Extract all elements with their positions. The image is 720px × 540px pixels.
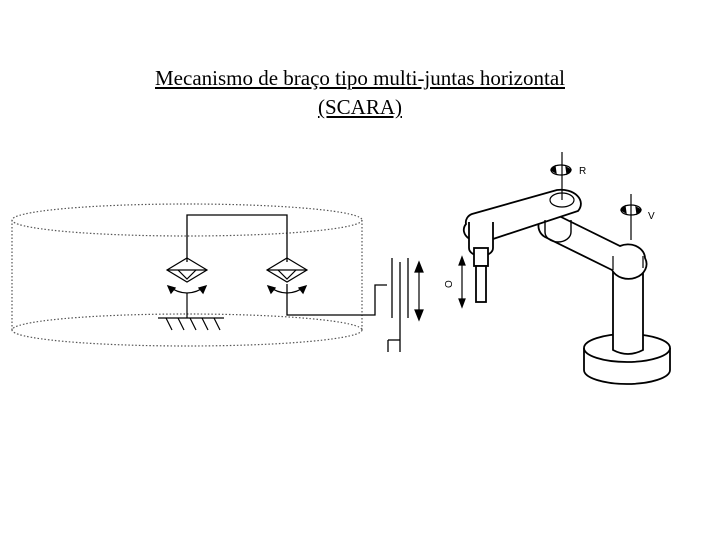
- robot-elbow: [544, 220, 572, 243]
- joint-2-symbol: [265, 257, 309, 283]
- prismatic-joint: [387, 258, 409, 352]
- robot-tool-shaft: [468, 222, 494, 303]
- rotation-arrow-r: [550, 152, 572, 200]
- title-line-1: Mecanismo de braço tipo multi-juntas hor…: [155, 66, 565, 90]
- vertical-motion-arrow: [414, 260, 424, 322]
- title-line-2: (SCARA): [317, 95, 402, 119]
- robot-inner-arm: [537, 212, 648, 280]
- scara-robot: [462, 188, 671, 385]
- rotation-arrow-v: [620, 194, 642, 240]
- joint-1-symbol: [165, 257, 209, 283]
- label-r: R: [579, 166, 586, 177]
- joint-1-rotation-arrow: [166, 284, 208, 295]
- schematic-link: [186, 214, 288, 262]
- ground-hatching: [158, 293, 224, 331]
- label-o: O: [444, 280, 455, 288]
- vertical-arrow-o: [458, 255, 466, 309]
- diagram-title: Mecanismo de braço tipo multi-juntas hor…: [0, 64, 720, 122]
- schematic-link-2: [286, 284, 387, 316]
- robot-column: [612, 256, 644, 355]
- label-v: V: [648, 211, 655, 222]
